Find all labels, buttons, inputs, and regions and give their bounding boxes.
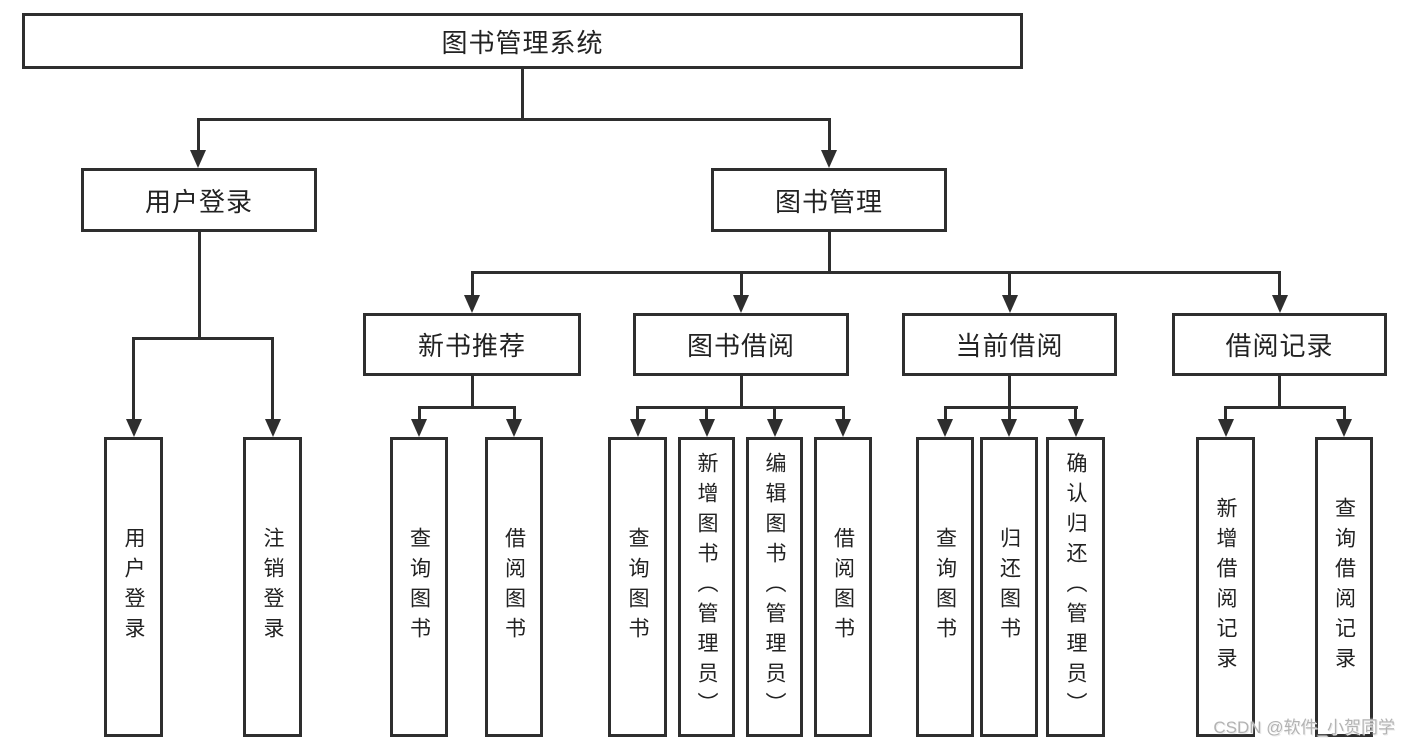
connector-vline <box>197 232 201 337</box>
arrow-down-icon <box>1271 295 1288 313</box>
connector-hline <box>636 406 845 409</box>
arrow-down-icon <box>937 419 953 437</box>
connector-hline <box>943 406 1078 409</box>
connector-vline <box>271 337 274 420</box>
arrow-down-icon <box>190 150 206 168</box>
node-user-login-label: 用户登录 <box>144 186 253 217</box>
arrow-down-icon <box>835 419 851 437</box>
leaf-login-label: 用户登录 <box>122 527 145 647</box>
leaf-br-add-label: 新增借阅记录 <box>1214 497 1237 677</box>
leaf-cb-query: 查询图书 <box>916 437 974 737</box>
arrow-down-icon <box>698 419 715 437</box>
leaf-cb-return: 归还图书 <box>980 437 1038 737</box>
connector-vline <box>1074 406 1077 421</box>
leaf-cb-confirm: 确认归还（管理员） <box>1046 437 1105 737</box>
arrow-down-icon <box>629 419 646 437</box>
connector-vline <box>827 118 831 151</box>
connector-vline <box>512 406 516 421</box>
connector-vline <box>827 232 831 271</box>
node-current-borrow: 当前借阅 <box>902 313 1117 376</box>
node-new-book-rec: 新书推荐 <box>363 313 581 376</box>
node-book-borrow: 图书借阅 <box>633 313 849 376</box>
arrow-down-icon <box>125 419 142 437</box>
arrow-down-icon <box>464 295 480 313</box>
arrow-down-icon <box>506 419 522 437</box>
leaf-rec-query-label: 查询图书 <box>407 527 431 647</box>
arrow-down-icon <box>1001 295 1018 313</box>
node-borrow-record-label: 借阅记录 <box>1225 331 1334 361</box>
connector-vline <box>470 376 474 406</box>
csdn-watermark: CSDN @软件_小贺同学 <box>1213 718 1395 737</box>
leaf-br-add: 新增借阅记录 <box>1196 437 1255 737</box>
leaf-rec-borrow: 借阅图书 <box>485 437 543 737</box>
arrow-down-icon <box>821 150 837 168</box>
connector-vline <box>1224 406 1227 421</box>
connector-vline <box>739 271 743 297</box>
node-book-borrow-label: 图书借阅 <box>686 331 795 361</box>
connector-hline <box>417 406 516 409</box>
leaf-logout-label: 注销登录 <box>261 527 284 647</box>
node-root-label: 图书管理系统 <box>441 27 604 58</box>
connector-vline <box>1278 271 1281 297</box>
leaf-br-query-label: 查询借阅记录 <box>1332 497 1356 677</box>
leaf-cb-return-label: 归还图书 <box>997 527 1021 647</box>
leaf-cb-confirm-label: 确认归还（管理员） <box>1064 452 1087 722</box>
leaf-rec-borrow-label: 借阅图书 <box>502 527 526 647</box>
leaf-bb-query-label: 查询图书 <box>626 527 649 647</box>
connector-vline <box>470 271 474 297</box>
connector-vline <box>1008 271 1011 297</box>
leaf-bb-edit-label: 编辑图书（管理员） <box>763 452 786 722</box>
node-user-login: 用户登录 <box>81 168 317 232</box>
connector-vline <box>417 406 421 421</box>
connector-vline <box>1007 406 1011 421</box>
connector-vline <box>773 406 776 421</box>
leaf-bb-add: 新增图书（管理员） <box>678 437 735 737</box>
arrow-down-icon <box>1067 419 1084 437</box>
arrow-down-icon <box>1336 419 1352 437</box>
node-borrow-record: 借阅记录 <box>1172 313 1387 376</box>
connector-hline <box>470 271 1281 274</box>
leaf-bb-edit: 编辑图书（管理员） <box>746 437 803 737</box>
leaf-logout: 注销登录 <box>243 437 302 737</box>
leaf-bb-add-label: 新增图书（管理员） <box>695 452 718 722</box>
arrow-down-icon <box>1001 419 1017 437</box>
leaf-cb-query-label: 查询图书 <box>933 527 957 647</box>
connector-hline <box>132 337 274 340</box>
connector-vline <box>196 118 200 151</box>
leaf-bb-query: 查询图书 <box>608 437 667 737</box>
node-book-mgmt: 图书管理 <box>711 168 947 232</box>
connector-vline <box>521 69 524 118</box>
leaf-rec-query: 查询图书 <box>390 437 448 737</box>
arrow-down-icon <box>264 419 281 437</box>
connector-vline <box>943 406 947 421</box>
connector-vline <box>841 406 845 421</box>
connector-vline <box>705 406 708 421</box>
connector-vline <box>636 406 639 421</box>
node-new-book-rec-label: 新书推荐 <box>417 331 526 361</box>
leaf-br-query: 查询借阅记录 <box>1315 437 1373 737</box>
node-current-borrow-label: 当前借阅 <box>955 331 1064 361</box>
leaf-bb-borrow-label: 借阅图书 <box>831 527 855 647</box>
connector-vline <box>739 376 743 406</box>
arrow-down-icon <box>411 419 427 437</box>
connector-hline <box>1224 406 1345 409</box>
connector-vline <box>1342 406 1346 421</box>
connector-vline <box>1278 376 1281 406</box>
connector-vline <box>132 337 135 420</box>
arrow-down-icon <box>766 419 783 437</box>
node-book-mgmt-label: 图书管理 <box>774 186 883 217</box>
node-root: 图书管理系统 <box>22 13 1023 69</box>
connector-hline <box>197 118 831 121</box>
connector-vline <box>1008 376 1011 406</box>
leaf-bb-borrow: 借阅图书 <box>814 437 872 737</box>
leaf-login: 用户登录 <box>104 437 163 737</box>
arrow-down-icon <box>1217 419 1234 437</box>
arrow-down-icon <box>733 295 749 313</box>
